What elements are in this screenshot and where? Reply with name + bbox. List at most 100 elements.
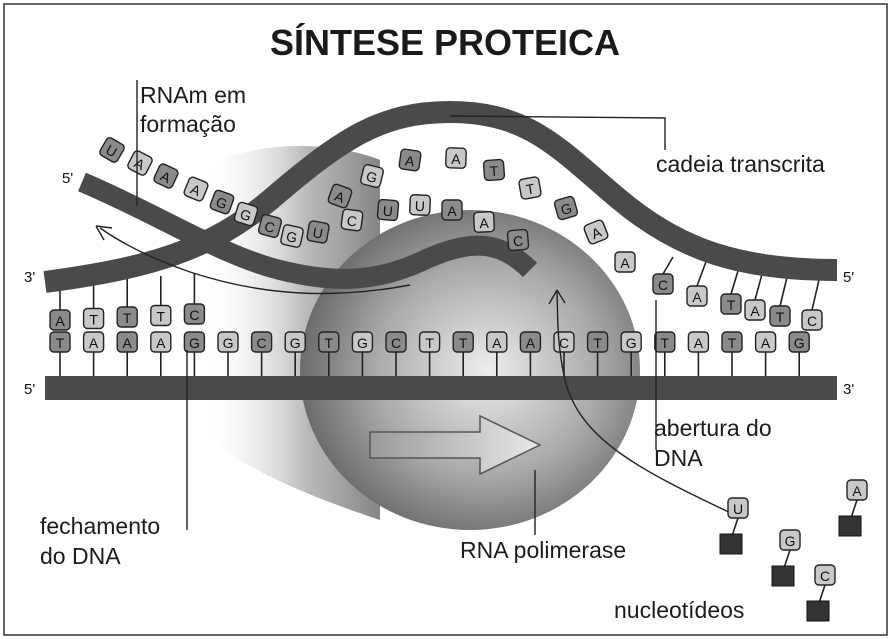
coding-left-end-label: 5' bbox=[24, 381, 35, 398]
svg-text:C: C bbox=[658, 277, 668, 293]
coding-base: T bbox=[655, 332, 675, 352]
mrna-base: U bbox=[306, 220, 329, 243]
svg-text:U: U bbox=[415, 198, 426, 214]
coding-base: G bbox=[621, 332, 641, 352]
svg-text:T: T bbox=[661, 335, 670, 351]
svg-text:T: T bbox=[123, 310, 132, 326]
coding-base: A bbox=[84, 332, 104, 352]
template-left-end-label: 3' bbox=[24, 269, 35, 286]
svg-text:T: T bbox=[425, 335, 434, 351]
template-base: T bbox=[84, 309, 104, 329]
mrna-base: U bbox=[410, 195, 431, 216]
coding-base: G bbox=[184, 332, 204, 352]
svg-text:T: T bbox=[727, 297, 736, 313]
svg-text:A: A bbox=[526, 335, 536, 351]
svg-text:A: A bbox=[492, 335, 502, 351]
svg-text:C: C bbox=[257, 335, 267, 351]
svg-text:T: T bbox=[776, 309, 785, 325]
svg-text:A: A bbox=[694, 335, 704, 351]
svg-text:G: G bbox=[794, 335, 805, 351]
template-base: A bbox=[615, 252, 635, 272]
mrna-base: G bbox=[280, 224, 304, 248]
svg-text:C: C bbox=[820, 568, 830, 584]
polymerase-label: RNA polimerase bbox=[460, 537, 626, 563]
mrna-5-prime-label: 5' bbox=[62, 170, 73, 187]
coding-base: A bbox=[487, 332, 507, 352]
svg-text:G: G bbox=[626, 335, 637, 351]
mrna-base: A bbox=[442, 200, 462, 220]
coding-base: T bbox=[722, 332, 742, 352]
template-base: C bbox=[802, 310, 822, 330]
svg-text:U: U bbox=[382, 203, 393, 220]
svg-text:A: A bbox=[55, 313, 65, 329]
svg-text:A: A bbox=[451, 151, 462, 167]
template-arc-base: T bbox=[483, 159, 504, 180]
svg-text:C: C bbox=[391, 335, 401, 351]
coding-strand bbox=[45, 376, 837, 400]
svg-text:G: G bbox=[785, 533, 796, 549]
svg-text:T: T bbox=[157, 309, 166, 325]
svg-text:U: U bbox=[733, 501, 743, 517]
coding-base: G bbox=[352, 332, 372, 352]
template-base: T bbox=[770, 306, 790, 326]
svg-text:T: T bbox=[325, 335, 334, 351]
svg-text:G: G bbox=[189, 335, 200, 351]
svg-text:T: T bbox=[89, 312, 98, 328]
coding-base: C bbox=[386, 332, 406, 352]
nucleotides-label: nucleotídeos bbox=[614, 597, 744, 623]
mrna-base: C bbox=[258, 214, 282, 238]
template-base: A bbox=[745, 300, 765, 320]
svg-text:A: A bbox=[447, 203, 457, 219]
svg-text:A: A bbox=[750, 303, 760, 319]
coding-base: C bbox=[554, 332, 574, 352]
template-base: T bbox=[151, 306, 171, 326]
coding-base: A bbox=[520, 332, 540, 352]
template-base: T bbox=[721, 294, 741, 314]
svg-text:G: G bbox=[357, 335, 368, 351]
svg-text:A: A bbox=[123, 335, 133, 351]
mrna-base: U bbox=[377, 199, 399, 221]
template-arc-base: G bbox=[360, 164, 384, 188]
template-base: A bbox=[50, 310, 70, 330]
coding-base: A bbox=[151, 332, 171, 352]
opening-label-line2: DNA bbox=[654, 445, 703, 471]
coding-right-end-label: 3' bbox=[843, 381, 854, 398]
coding-base: A bbox=[688, 332, 708, 352]
coding-base: T bbox=[420, 332, 440, 352]
svg-text:G: G bbox=[290, 335, 301, 351]
template-base: C bbox=[184, 304, 204, 324]
svg-text:A: A bbox=[89, 335, 99, 351]
svg-text:T: T bbox=[56, 335, 65, 351]
diagram-title: SÍNTESE PROTEICA bbox=[270, 22, 620, 63]
svg-text:C: C bbox=[807, 313, 817, 329]
template-arc-base: A bbox=[446, 148, 467, 169]
svg-text:A: A bbox=[479, 215, 490, 231]
svg-text:A: A bbox=[692, 289, 702, 305]
closing-label-line1: fechamento bbox=[40, 513, 160, 539]
mrna-base: C bbox=[507, 229, 529, 251]
template-right-end-label: 5' bbox=[843, 269, 854, 286]
svg-text:T: T bbox=[728, 335, 737, 351]
svg-text:C: C bbox=[559, 335, 569, 351]
template-arc-base: T bbox=[518, 176, 541, 199]
svg-text:A: A bbox=[852, 483, 862, 499]
svg-text:C: C bbox=[189, 307, 199, 323]
template-arc-base: A bbox=[399, 149, 422, 172]
coding-base: C bbox=[252, 332, 272, 352]
coding-base: G bbox=[285, 332, 305, 352]
coding-base: T bbox=[588, 332, 608, 352]
mrna-base: A bbox=[474, 212, 495, 233]
svg-text:T: T bbox=[459, 335, 468, 351]
svg-text:A: A bbox=[620, 255, 630, 271]
template-base: T bbox=[117, 307, 137, 327]
coding-base: T bbox=[50, 332, 70, 352]
closing-label-line2: do DNA bbox=[40, 543, 121, 569]
svg-text:T: T bbox=[489, 163, 499, 180]
coding-base: T bbox=[453, 332, 473, 352]
svg-text:A: A bbox=[761, 335, 771, 351]
template-base: A bbox=[687, 286, 707, 306]
template-base: C bbox=[653, 274, 673, 294]
svg-text:G: G bbox=[223, 335, 234, 351]
